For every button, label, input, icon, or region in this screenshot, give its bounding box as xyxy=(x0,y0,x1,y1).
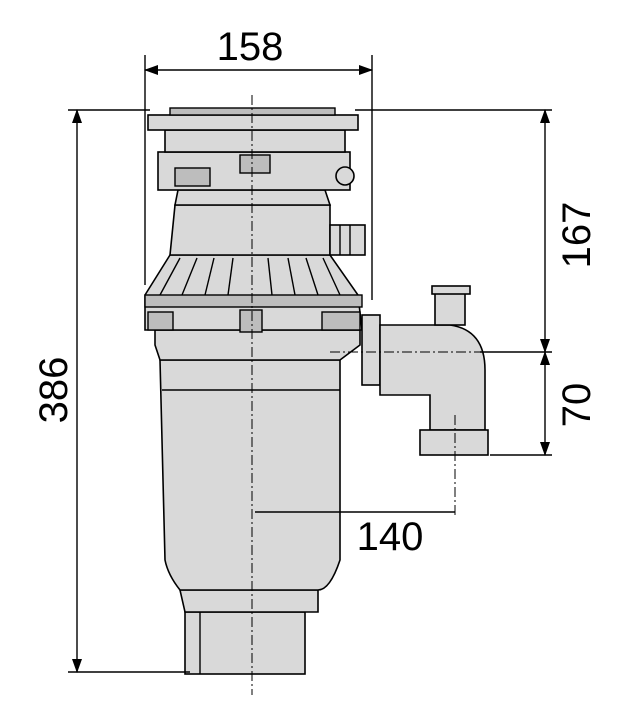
dimension-right: 167 70 xyxy=(355,109,599,456)
dimension-label-386: 386 xyxy=(32,357,76,424)
dimension-outlet-offset: 140 xyxy=(255,511,455,559)
dimension-total-height: 386 xyxy=(32,109,190,673)
dimension-label-70: 70 xyxy=(555,383,599,428)
outlet-elbow xyxy=(361,285,489,456)
lower-collar xyxy=(178,589,319,613)
bottom-pipe xyxy=(184,611,306,675)
flange-band xyxy=(144,294,363,308)
middle-ring xyxy=(154,329,361,361)
dishwasher-inlet xyxy=(329,224,366,256)
outlet-nut xyxy=(419,429,489,456)
motor-housing xyxy=(159,359,341,591)
dimension-label-140: 140 xyxy=(357,515,424,559)
upper-cylinder xyxy=(169,204,331,256)
dimension-width: 158 xyxy=(144,25,373,300)
disposer-body xyxy=(144,107,366,675)
dimension-label-167: 167 xyxy=(555,202,599,269)
sink-flange xyxy=(147,114,359,131)
elbow-pipe xyxy=(379,324,486,431)
dimension-label-158: 158 xyxy=(217,25,284,69)
ribs xyxy=(159,257,341,296)
sink-flange-neck xyxy=(164,129,346,153)
